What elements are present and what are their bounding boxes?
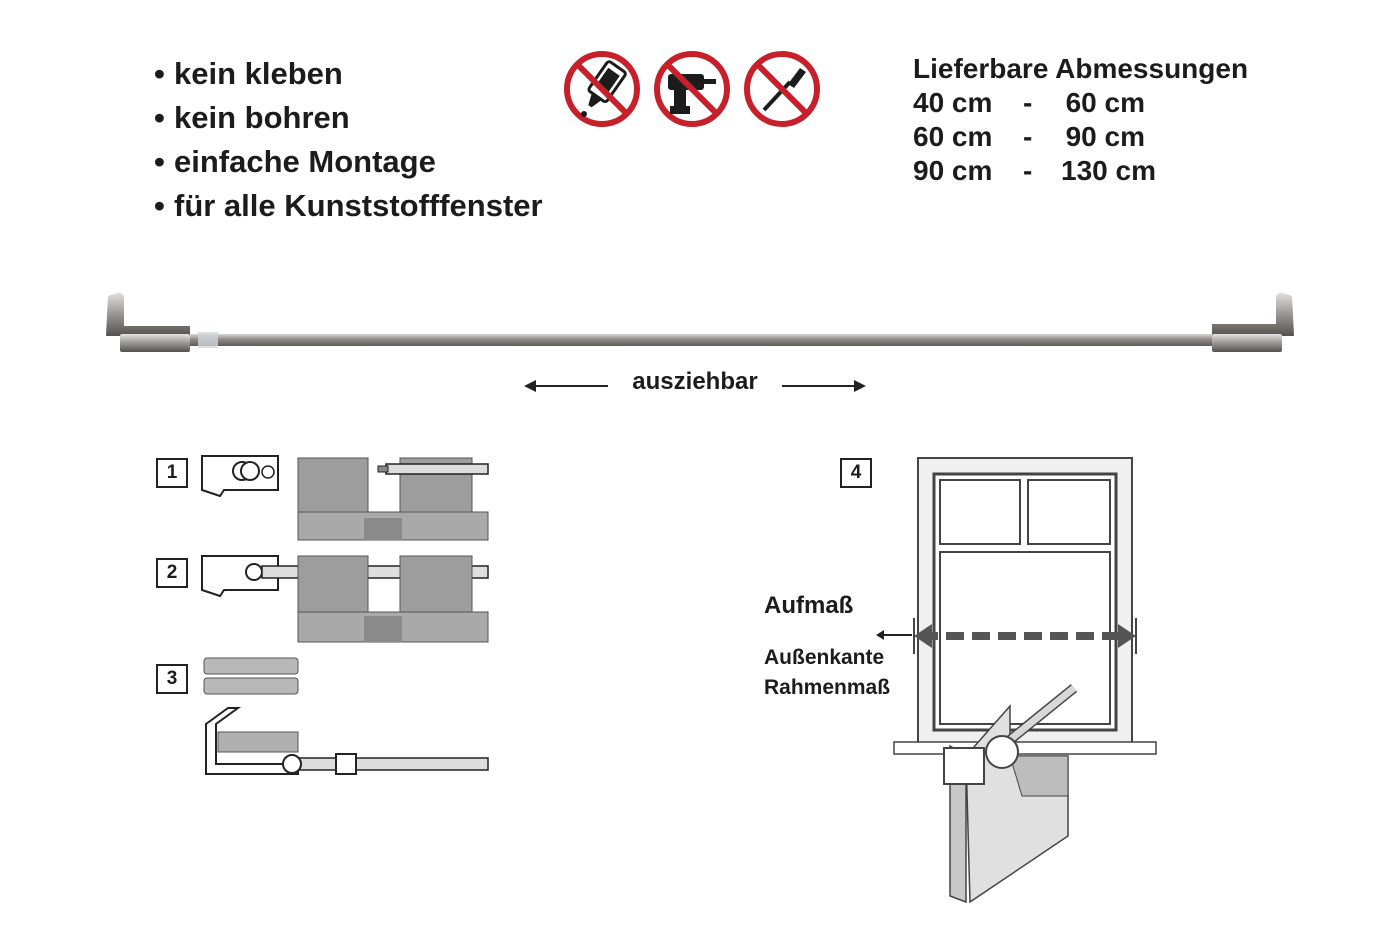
step3-diagram (203, 657, 489, 775)
extendable-label: ausziehbar (632, 368, 758, 395)
outer-edge-label: Außenkante (764, 646, 885, 669)
measure-arrow-icon (913, 618, 1137, 654)
size-row: 60 cm - 90 cm (913, 121, 1145, 152)
size-row: 90 cm - 130 cm (913, 155, 1156, 186)
extend-arrow-icon (524, 380, 866, 392)
step-number: 2 (156, 558, 188, 588)
prohibition-icons (564, 51, 820, 127)
step-number: 4 (840, 458, 872, 488)
step-number: 1 (156, 458, 188, 488)
curtain-rod-image (106, 292, 1294, 352)
right-bracket (1212, 292, 1294, 352)
step2-diagram (201, 555, 489, 643)
measure-label: Aufmaß (764, 592, 854, 619)
no-drill-icon (654, 51, 730, 127)
available-sizes: Lieferbare Abmessungen 40 cm - 60 cm 60 … (913, 52, 1248, 188)
arrow-left-icon (876, 630, 912, 640)
window-diagram (893, 457, 1157, 904)
feature-item: •kein bohren (154, 100, 350, 135)
feature-item: •für alle Kunststofffenster (154, 188, 543, 223)
feature-list: •kein kleben •kein bohren •einfache Mont… (154, 52, 543, 228)
step-number: 3 (156, 664, 188, 694)
left-bracket (106, 292, 190, 352)
no-glue-icon (564, 51, 640, 127)
feature-item: •kein kleben (154, 56, 343, 91)
sizes-title: Lieferbare Abmessungen (913, 53, 1249, 84)
size-row: 40 cm - 60 cm (913, 87, 1145, 118)
feature-item: •einfache Montage (154, 144, 436, 179)
frame-size-label: Rahmenmaß (764, 676, 891, 699)
step1-diagram (201, 455, 489, 541)
no-screwdriver-icon (744, 51, 820, 127)
